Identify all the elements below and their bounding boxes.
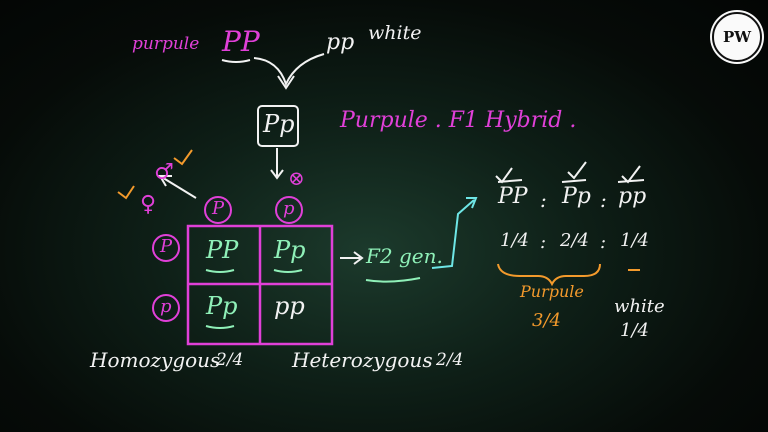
f2-white-label: white — [614, 296, 665, 317]
ratio-sep-1: : — [540, 188, 547, 212]
purple-label: purpule — [132, 34, 200, 54]
gamete-col2: p — [283, 198, 295, 219]
pw-logo: PW — [712, 12, 762, 62]
gamete-circle-col1 — [204, 196, 232, 224]
f2-label: F2 gen. — [366, 244, 443, 268]
f2-white-fraction: 1/4 — [620, 320, 649, 341]
gamete-row1: P — [160, 236, 173, 257]
gamete-circle-row1 — [152, 234, 180, 262]
check-mark-1 — [117, 185, 135, 200]
heterozygous-fraction: 2/4 — [436, 350, 464, 370]
ratio-genotype-2: Pp — [562, 184, 591, 209]
male-symbol: ♂ — [154, 160, 174, 185]
self-cross-symbol: ⊗ — [288, 166, 305, 190]
female-symbol: ♀ — [140, 192, 157, 217]
cross-arrow — [253, 53, 325, 87]
gamete-col1: P — [212, 198, 225, 219]
f1-genotype: Pp — [263, 110, 295, 138]
ratio-genotype-3: pp — [618, 184, 647, 209]
ratio-sep-3: : — [540, 232, 547, 253]
ratio-bracket — [431, 199, 475, 269]
gamete-circle-row2 — [152, 294, 180, 322]
gamete-arrow — [159, 175, 197, 199]
f2-purple-fraction: 3/4 — [532, 310, 561, 331]
purple-brace — [497, 263, 601, 287]
check-mark-2 — [173, 149, 193, 166]
parent2-genotype: pp — [326, 30, 355, 55]
cross-arrowhead — [277, 75, 295, 90]
homozygous-fraction: 2/4 — [216, 350, 244, 370]
f1-box — [257, 105, 299, 147]
gamete-row2: p — [160, 296, 172, 317]
white-label: white — [368, 22, 422, 44]
ratio-sep-2: : — [600, 188, 607, 212]
punnett-cell-2-1: Pp — [206, 292, 238, 320]
punnett-cell-1-2: Pp — [274, 236, 306, 264]
ratio-fraction-3: 1/4 — [620, 230, 649, 251]
punnett-cell-1-1: PP — [206, 236, 239, 264]
ratio-genotype-1: PP — [498, 184, 528, 209]
gamete-circle-col2 — [275, 196, 303, 224]
ratio-fraction-2: 2/4 — [560, 230, 589, 251]
heterozygous-label: Heterozygous — [292, 348, 433, 372]
f2-purple-label: Purpule — [520, 282, 584, 301]
ratio-fraction-1: 1/4 — [500, 230, 529, 251]
homozygous-label: Homozygous — [90, 348, 221, 372]
logo-text: PW — [722, 28, 752, 46]
ratio-sep-4: : — [600, 232, 607, 253]
punnett-cell-2-2: pp — [274, 292, 305, 320]
f1-description: Purpule . F1 Hybrid . — [340, 108, 577, 133]
parent1-genotype: PP — [222, 25, 260, 58]
parent-underline — [221, 59, 251, 63]
